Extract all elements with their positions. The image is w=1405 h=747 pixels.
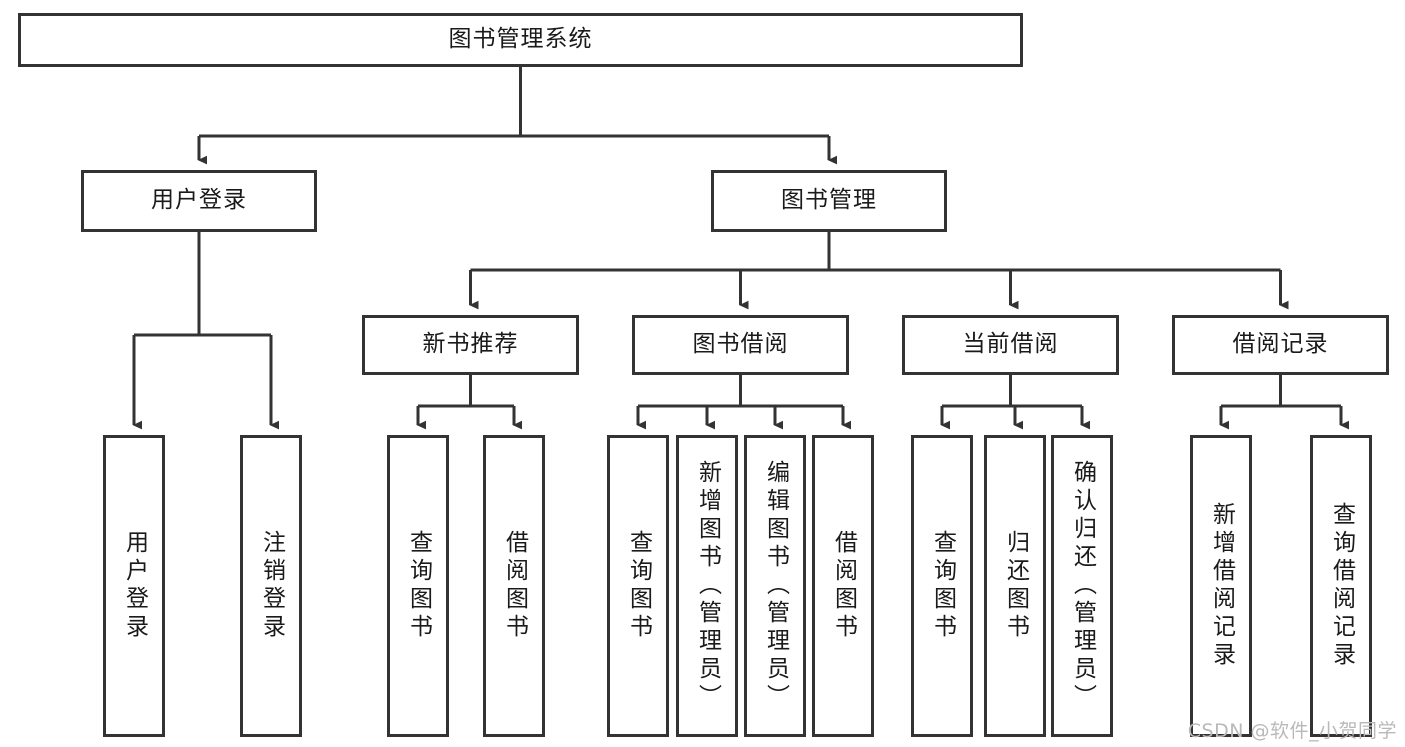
node-label: 查询借阅记录 (1328, 502, 1355, 670)
node-leaf-borrow-book-recommend[interactable]: 借阅图书 (483, 435, 545, 737)
node-label: 归还图书 (1002, 530, 1029, 642)
node-label: 确认归还（管理员） (1069, 460, 1096, 712)
node-leaf-query-book-current[interactable]: 查询图书 (911, 435, 973, 737)
node-leaf-confirm-return-admin[interactable]: 确认归还（管理员） (1051, 435, 1113, 737)
node-new-book-recommend[interactable]: 新书推荐 (362, 315, 579, 375)
node-label: 用户登录 (151, 187, 247, 214)
node-book-management-system[interactable]: 图书管理系统 (18, 13, 1023, 67)
node-borrow-records[interactable]: 借阅记录 (1172, 315, 1389, 375)
node-label: 新书推荐 (422, 331, 519, 358)
node-label: 新增借阅记录 (1208, 502, 1235, 670)
node-leaf-add-borrow-record[interactable]: 新增借阅记录 (1190, 435, 1252, 737)
node-leaf-user-login[interactable]: 用户登录 (103, 435, 165, 737)
node-leaf-return-book[interactable]: 归还图书 (984, 435, 1046, 737)
node-label: 查询图书 (405, 530, 432, 642)
node-label: 借阅图书 (830, 530, 857, 642)
node-label: 图书管理 (781, 187, 877, 214)
node-label: 借阅记录 (1232, 331, 1329, 358)
node-leaf-borrow-book[interactable]: 借阅图书 (812, 435, 874, 737)
node-leaf-query-book-recommend[interactable]: 查询图书 (387, 435, 449, 737)
node-label: 图书管理系统 (448, 26, 593, 53)
node-label: 借阅图书 (501, 530, 528, 642)
node-label: 新增图书（管理员） (694, 460, 721, 712)
csdn-watermark: CSDN @软件_小贺同学 (1187, 720, 1397, 742)
node-user-login[interactable]: 用户登录 (81, 170, 317, 232)
node-leaf-query-borrow-record[interactable]: 查询借阅记录 (1310, 435, 1372, 737)
node-label: 当前借阅 (962, 331, 1059, 358)
node-label: 图书借阅 (692, 331, 789, 358)
node-label: 查询图书 (929, 530, 956, 642)
node-leaf-edit-book-admin[interactable]: 编辑图书（管理员） (744, 435, 806, 737)
node-leaf-logout[interactable]: 注销登录 (240, 435, 302, 737)
node-label: 查询图书 (625, 530, 652, 642)
node-label: 用户登录 (121, 530, 148, 642)
node-leaf-query-book-borrow[interactable]: 查询图书 (607, 435, 669, 737)
node-label: 编辑图书（管理员） (762, 460, 789, 712)
node-label: 注销登录 (258, 530, 285, 642)
node-book-borrow[interactable]: 图书借阅 (632, 315, 849, 375)
node-current-borrow[interactable]: 当前借阅 (902, 315, 1119, 375)
node-book-management[interactable]: 图书管理 (711, 170, 947, 232)
node-leaf-add-book-admin[interactable]: 新增图书（管理员） (676, 435, 738, 737)
